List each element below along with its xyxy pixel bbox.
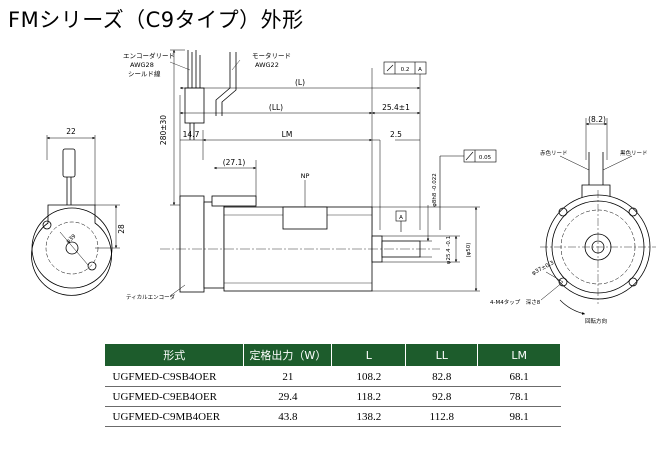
- table-row: UGFMED-C9MB4OER 43.8 138.2 112.8 98.1: [104, 406, 561, 427]
- cell-model: UGFMED-C9MB4OER: [104, 406, 244, 427]
- lead-wires: [169, 50, 241, 140]
- header-rated-output: 定格出力（W）: [243, 343, 333, 367]
- encoder-lead-label: エンコーダリード: [123, 51, 175, 60]
- cell-LM: 68.1: [477, 366, 561, 387]
- cell-rated-output: 29.4: [243, 386, 332, 407]
- dim-14-7: 14.7: [183, 130, 200, 139]
- body-diameter: (φ50): [466, 243, 472, 258]
- dim-L: (L): [295, 78, 305, 87]
- cell-model: UGFMED-C9EB4OER: [104, 386, 244, 407]
- runout-value: 0.2: [401, 67, 410, 73]
- cell-rated-output: 43.8: [243, 406, 332, 427]
- rear-view: [31, 135, 120, 296]
- lead-length-dim: 280±30: [159, 115, 168, 145]
- side-view-width: 22: [66, 127, 76, 136]
- dim-LL: (LL): [269, 103, 283, 112]
- cell-LM: 78.1: [477, 386, 561, 407]
- front-view: [540, 118, 656, 315]
- header-model: 形式: [103, 343, 245, 367]
- nameplate-label: NP: [301, 172, 310, 180]
- rotation-label: 回転方向: [585, 317, 607, 325]
- table-row: UGFMED-C9SB4OER 21 108.2 82.8 68.1: [104, 366, 561, 387]
- cell-L: 118.2: [331, 386, 406, 407]
- cell-LM: 98.1: [477, 406, 561, 427]
- red-lead-label: 赤色リード: [540, 149, 568, 157]
- motor-awg-label: AWG22: [255, 61, 279, 69]
- shield-wire-label: シールド線: [128, 69, 161, 78]
- table-header-row: 形式 定格出力（W） L LL LM: [103, 343, 561, 367]
- black-lead-label: 黒色リード: [620, 149, 648, 157]
- cell-LL: 82.8: [405, 366, 478, 387]
- mount-holes-label: 4-M4タップ 深さ8: [490, 298, 541, 306]
- cell-L: 108.2: [331, 366, 406, 387]
- datum-a-label: A: [399, 215, 403, 221]
- cell-model: UGFMED-C9SB4OER: [104, 366, 244, 387]
- pilot-diameter: φ25.4 -0.1: [446, 236, 452, 264]
- cell-rated-output: 21: [243, 366, 332, 387]
- side-view-diameter: φ39: [65, 233, 77, 245]
- header-L: L: [331, 343, 407, 367]
- shaft-diameter: φ8h8 -0.022: [432, 173, 438, 207]
- dim-shaft-length: 25.4±1: [382, 103, 410, 112]
- dim-2-5: 2.5: [390, 130, 402, 139]
- runout-datum: A: [418, 67, 422, 73]
- dimension-drawing: 22 28 φ39 エンコーダリード AWG28 シールド線 モータリード AW…: [31, 49, 656, 325]
- motor-side-view: [160, 180, 440, 293]
- motor-lead-label: モータリード: [252, 51, 291, 60]
- tical-encoder-label: ティカルエンコーダ: [126, 293, 176, 301]
- table-row: UGFMED-C9EB4OER 29.4 118.2 92.8 78.1: [104, 386, 561, 407]
- cell-L: 138.2: [331, 406, 406, 427]
- encoder-awg-label: AWG28: [130, 61, 154, 69]
- lead-width-dim: (8.2): [588, 115, 606, 124]
- page-title: FMシリーズ（C9タイプ）外形: [8, 8, 304, 32]
- header-LM: LM: [477, 343, 561, 367]
- header-LL: LL: [405, 343, 479, 367]
- cell-LL: 92.8: [405, 386, 478, 407]
- dim-27-1: (27.1): [223, 158, 246, 167]
- spec-table: 形式 定格出力（W） L LL LM UGFMED-C9SB4OER 21 10…: [103, 343, 561, 427]
- dim-LM: LM: [282, 130, 293, 139]
- side-view-height: 28: [117, 224, 126, 234]
- cell-LL: 112.8: [405, 406, 478, 427]
- perpendicularity-value: 0.05: [479, 155, 492, 161]
